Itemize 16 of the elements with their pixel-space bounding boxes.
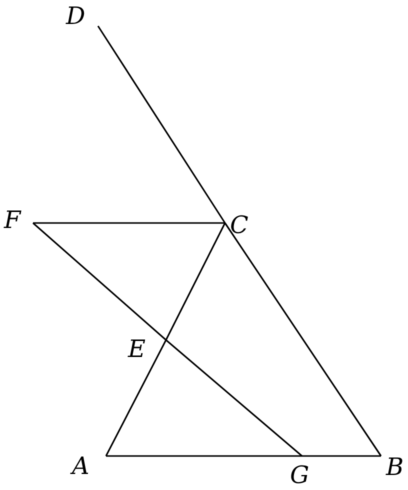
point-label: A bbox=[72, 454, 90, 478]
point-label: F bbox=[4, 208, 21, 232]
point-label: E bbox=[128, 337, 146, 361]
line-segment bbox=[105, 340, 167, 456]
point-label: C bbox=[230, 213, 248, 237]
point-label: G bbox=[290, 463, 310, 487]
line-segment bbox=[165, 222, 226, 340]
line-segment bbox=[165, 339, 303, 457]
line-segment bbox=[224, 222, 382, 456]
line-segment bbox=[32, 222, 167, 341]
line-segment bbox=[106, 455, 302, 457]
point-label: D bbox=[66, 4, 86, 28]
line-segment bbox=[33, 222, 225, 224]
point-label: B bbox=[386, 455, 404, 479]
line-segment bbox=[302, 455, 381, 457]
line-segment bbox=[97, 26, 226, 224]
